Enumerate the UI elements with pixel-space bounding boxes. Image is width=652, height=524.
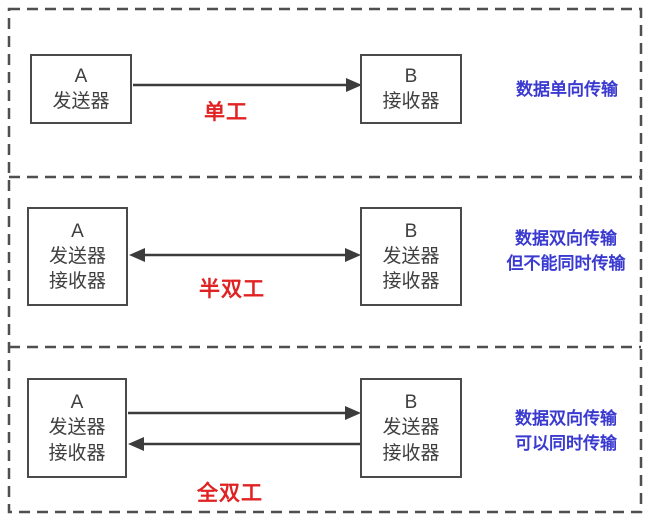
device-role: 发送器 [48,417,106,439]
note-line: 数据双向传输 [515,229,617,248]
simplex-mode-label: 单工 [204,101,248,124]
half-duplex-mode-label: 半双工 [199,278,265,301]
device-label: A [70,392,84,414]
device-role: 接收器 [48,442,106,464]
device-role: 接收器 [382,271,440,293]
full-duplex-mode-label: 全双工 [197,482,263,505]
simplex-device-box-b: B 接收器 [360,54,462,124]
device-label: B [404,392,418,414]
device-label: A [74,65,88,87]
half-duplex-arrowhead-left [129,248,145,262]
outer-dashed-frame [7,7,643,514]
device-role: 发送器 [382,245,440,267]
full-duplex-arrowhead-right [345,406,361,420]
device-role: 接收器 [382,442,440,464]
simplex-note: 数据单向传输 [492,77,642,102]
full-duplex-note: 数据双向传输 可以同时传输 [487,406,645,456]
full-duplex-device-box-a: A 发送器 接收器 [27,378,127,478]
simplex-device-box-a: A 发送器 [30,54,132,124]
full-duplex-device-box-b: B 发送器 接收器 [360,378,462,478]
device-label: B [404,220,418,242]
device-role: 接收器 [48,271,106,293]
device-role: 接收器 [382,91,440,112]
note-line: 数据双向传输 [515,409,617,428]
note-line: 但不能同时传输 [506,254,626,273]
note-line: 可以同时传输 [515,434,617,453]
device-label: B [404,65,418,87]
half-duplex-arrowhead-right [345,248,361,262]
device-role: 发送器 [48,245,106,267]
half-duplex-device-box-a: A 发送器 接收器 [27,207,128,306]
note-line: 数据单向传输 [516,80,618,99]
full-duplex-arrowhead-left [128,437,144,451]
device-role: 发送器 [52,91,110,112]
device-role: 发送器 [382,417,440,439]
device-label: A [71,220,84,242]
half-duplex-note: 数据双向传输 但不能同时传输 [487,226,645,276]
simplex-arrowhead-right [346,78,362,92]
half-duplex-device-box-b: B 发送器 接收器 [360,207,462,306]
